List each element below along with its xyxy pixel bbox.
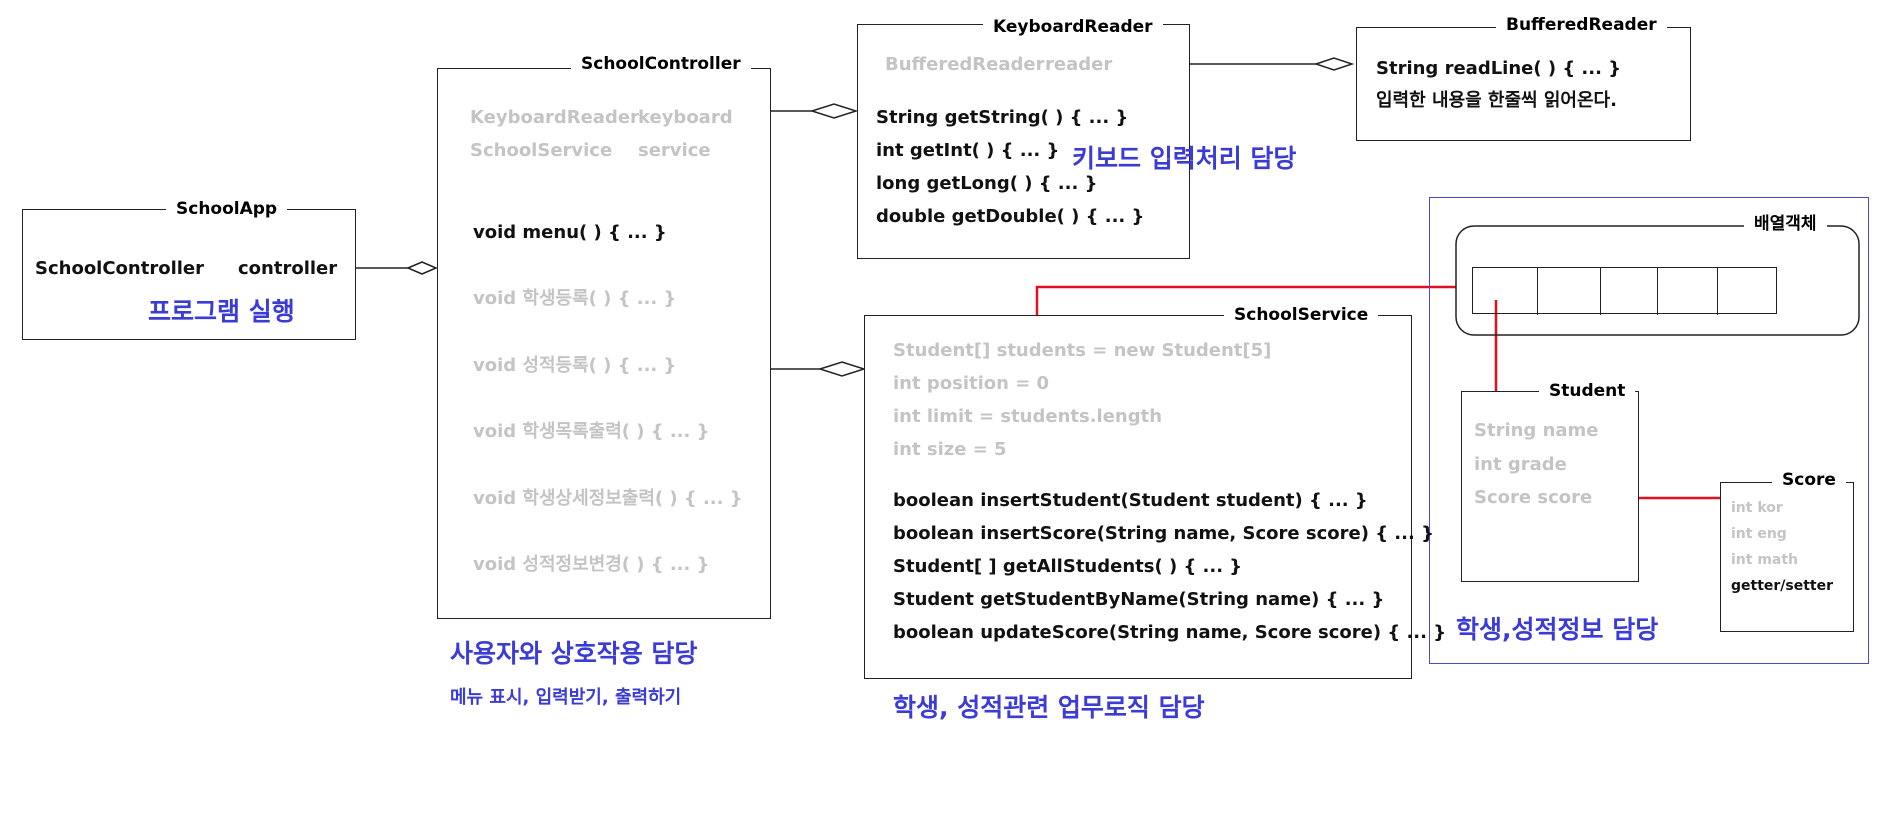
controller-field-name: keyboard [638, 107, 733, 128]
controller-field-type: KeyboardReader [470, 107, 639, 128]
controller-service-diamond [817, 361, 867, 377]
score-field: int eng [1731, 526, 1787, 542]
score-box [1720, 482, 1854, 632]
service-field: int position = 0 [893, 373, 1050, 394]
school-service-title: SchoolService [1224, 305, 1379, 325]
service-method: boolean updateScore(String name, Score s… [893, 622, 1447, 643]
service-method: Student getStudentByName(String name) { … [893, 589, 1385, 610]
score-field: int kor [1731, 500, 1783, 516]
service-field: int limit = students.length [893, 406, 1163, 427]
student-field: Score score [1474, 487, 1593, 508]
school-app-box [22, 209, 356, 340]
app-controller-diamond [406, 261, 438, 275]
school-service-note: 학생, 성적관련 업무로직 담당 [893, 693, 1205, 722]
keyboard-reader-title: KeyboardReader [983, 17, 1163, 37]
array-cell-divider [1537, 268, 1538, 315]
service-field: int size = 5 [893, 439, 1007, 460]
school-app-note: 프로그램 실행 [148, 297, 295, 326]
keyboard-method: String getString( ) { ... } [876, 107, 1129, 128]
buffered-reader-desc: 입력한 내용을 한줄씩 읽어온다. [1376, 90, 1617, 111]
array-container [1455, 225, 1860, 336]
student-field: String name [1474, 420, 1599, 441]
keyboard-field-type: BufferedReader [885, 54, 1045, 75]
controller-method: void 학생상세정보출력( ) { ... } [473, 488, 743, 509]
school-service-box [864, 315, 1412, 679]
service-method: boolean insertScore(String name, Score s… [893, 523, 1434, 544]
array-cell-divider [1600, 268, 1601, 315]
controller-method: void 학생등록( ) { ... } [473, 288, 677, 309]
service-method: Student[ ] getAllStudents( ) { ... } [893, 556, 1243, 577]
keyboard-buffered-diamond [1313, 57, 1355, 71]
school-app-field-name: controller [238, 258, 338, 279]
controller-method: void 성적정보변경( ) { ... } [473, 554, 710, 575]
keyboard-method: double getDouble( ) { ... } [876, 206, 1145, 227]
school-controller-box [437, 68, 771, 619]
controller-method: void 학생목록출력( ) { ... } [473, 421, 710, 442]
controller-field-name: service [638, 140, 711, 161]
score-method: getter/setter [1731, 578, 1834, 594]
array-cell-divider [1657, 268, 1658, 315]
school-controller-title: SchoolController [571, 54, 751, 74]
buffered-reader-method: String readLine( ) { ... } [1376, 58, 1622, 79]
service-field: Student[] students = new Student[5] [893, 340, 1272, 361]
buffered-reader-title: BufferedReader [1496, 15, 1667, 35]
school-controller-subnote: 메뉴 표시, 입력받기, 출력하기 [450, 687, 682, 708]
school-app-field-type: SchoolController [35, 258, 205, 279]
keyboard-reader-box [857, 24, 1190, 259]
school-app-title: SchoolApp [166, 199, 288, 219]
data-objects-note: 학생,성적정보 담당 [1456, 615, 1659, 644]
score-field: int math [1731, 552, 1799, 568]
keyboard-method: int getInt( ) { ... } [876, 140, 1060, 161]
keyboard-field-name: reader [1045, 54, 1113, 75]
controller-field-type: SchoolService [470, 140, 613, 161]
data-objects-group [1429, 197, 1869, 664]
array-object-title: 배열객체 [1744, 214, 1827, 234]
service-method: boolean insertStudent(Student student) {… [893, 490, 1368, 511]
student-title: Student [1539, 381, 1636, 401]
school-controller-note: 사용자와 상호작용 담당 [450, 639, 698, 668]
controller-method: void menu( ) { ... } [473, 222, 667, 243]
controller-keyboard-diamond [809, 103, 859, 119]
student-field: int grade [1474, 454, 1567, 475]
buffered-reader-box [1356, 27, 1691, 141]
score-title: Score [1772, 470, 1846, 490]
keyboard-method: long getLong( ) { ... } [876, 173, 1098, 194]
array-cell-divider [1717, 268, 1718, 315]
array-cells [1472, 267, 1777, 315]
keyboard-reader-note: 키보드 입력처리 담당 [1072, 144, 1297, 173]
controller-method: void 성적등록( ) { ... } [473, 355, 677, 376]
